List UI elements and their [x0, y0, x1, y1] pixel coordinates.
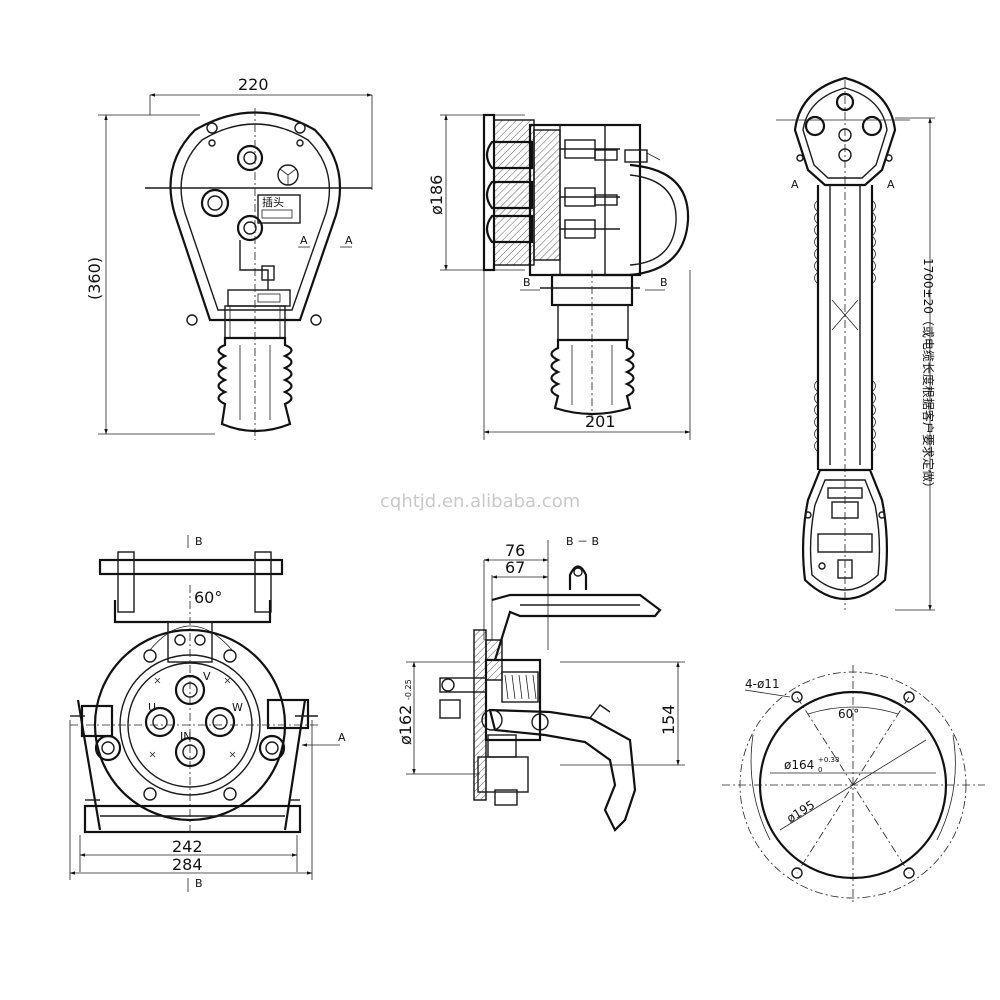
dim-360: (360)	[85, 257, 104, 300]
pin-bottom	[236, 214, 264, 242]
plug-front-view: 220 (360) 插头	[85, 75, 373, 440]
flange-holes-label: 4-ø11	[745, 677, 780, 691]
dim-284: 284	[172, 855, 203, 874]
plug-label: 插头	[262, 195, 284, 209]
dim-162-tol: -0.25	[404, 679, 413, 700]
cable-assembly-view: A A 1700±20（或电缆长度根据客户要求定做）	[776, 76, 936, 611]
dim-67: 67	[505, 558, 525, 577]
flange-view: 60° 4-ø11 ø164 +0.38 0 ø195	[722, 665, 985, 905]
dim-154: 154	[659, 704, 678, 735]
dim-201: 201	[585, 412, 616, 431]
dim-242: 242	[172, 837, 203, 856]
flange-hole-3	[791, 867, 803, 879]
dim-195: ø195	[784, 798, 817, 826]
section-mark-a-left: A	[300, 234, 308, 247]
watermark: cqhtjd.en.alibaba.com	[380, 491, 580, 512]
cable-bottom-socket	[802, 468, 888, 600]
dim-164-tol2: 0	[818, 766, 822, 774]
svg-text:A: A	[887, 178, 895, 191]
section-bb-title: B － B	[566, 535, 599, 548]
flange-hole-2	[903, 691, 915, 703]
socket-lever	[488, 708, 637, 832]
terminal-in-label: IN	[180, 730, 191, 743]
dim-162: ø162	[396, 705, 415, 745]
socket-arrow-a: A	[338, 731, 346, 744]
flange-hole-4	[903, 867, 915, 879]
dim-164: ø164	[784, 758, 814, 772]
terminal-u-label: U	[148, 701, 156, 714]
plug-cable-boot	[217, 336, 293, 433]
section-mark-b-right: B	[660, 276, 668, 289]
dim-220: 220	[238, 75, 269, 94]
side-handle	[629, 163, 690, 277]
section-bb-view: B － B 76 67 ø162 -0	[396, 535, 685, 832]
section-mark-b-bottom: B	[195, 877, 203, 890]
flange-angle-60: 60°	[838, 707, 859, 721]
terminal-v-label: V	[203, 670, 211, 683]
terminal-w	[204, 706, 236, 738]
socket-front-view: B 60° V U W IN	[69, 535, 346, 892]
terminal-u	[144, 706, 176, 738]
socket-cover	[491, 593, 662, 661]
side-pins	[485, 140, 534, 244]
side-cable-boot	[550, 338, 635, 416]
plug-housing-outline	[169, 111, 342, 322]
pin-left	[200, 188, 230, 218]
plug-side-view: ø186 201	[427, 113, 691, 440]
socket-angle-60: 60°	[194, 588, 222, 607]
svg-text:A: A	[791, 178, 799, 191]
section-mark-b-top: B	[195, 535, 203, 548]
dim-1700-note: 1700±20（或电缆长度根据客户要求定做）	[921, 258, 936, 494]
section-mark-a-right: A	[345, 234, 353, 247]
section-mark-b-left: B	[523, 276, 531, 289]
pin-top	[236, 144, 264, 172]
flange-hole-1	[791, 691, 803, 703]
dim-186: ø186	[427, 175, 446, 215]
cable-top-plug	[793, 76, 897, 187]
terminal-w-label: W	[232, 701, 243, 714]
dim-164-tol: +0.38	[818, 756, 839, 764]
dim-76: 76	[505, 541, 525, 560]
